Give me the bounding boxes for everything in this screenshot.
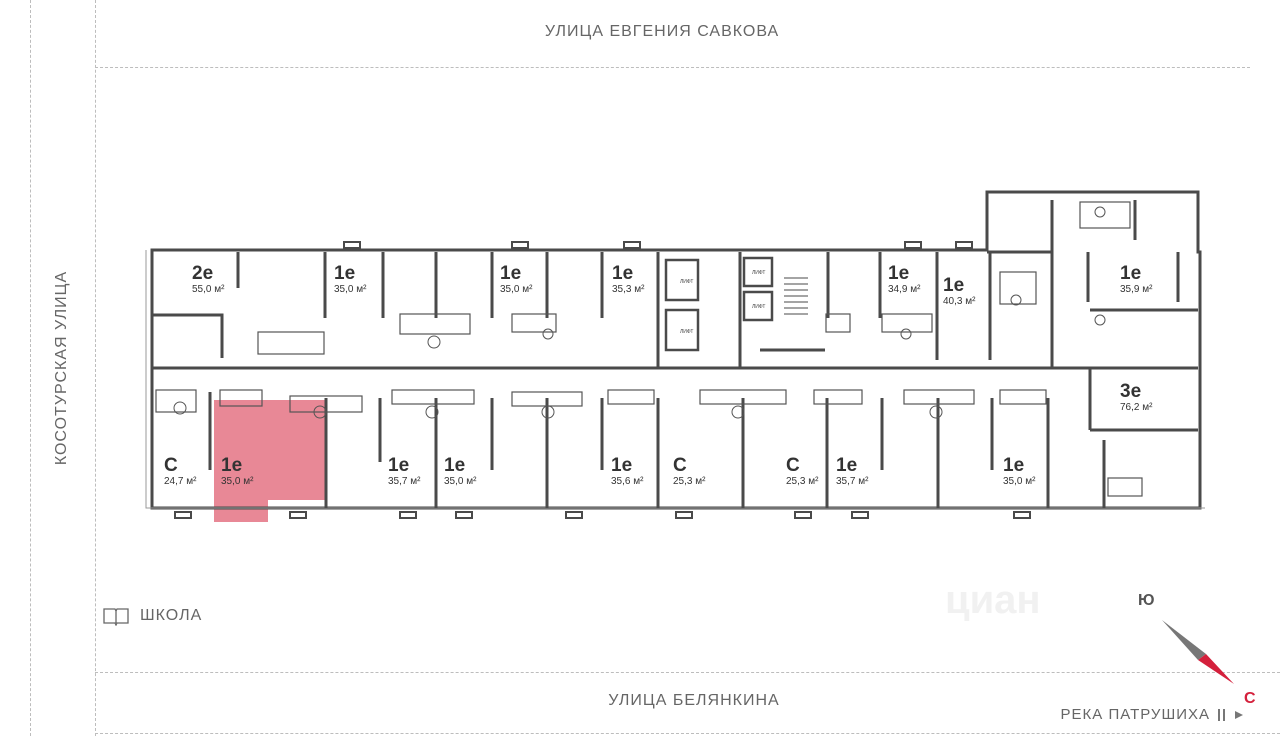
apartment-type: 1е xyxy=(444,455,466,476)
apartment-area: 25,3 м² xyxy=(673,476,706,487)
apartment-area: 55,0 м² xyxy=(192,284,225,295)
compass-south-label: С xyxy=(1244,690,1256,707)
apartment-type: 1е xyxy=(943,275,965,296)
apartment-type: 1е xyxy=(500,263,522,284)
boundary-line-bottom-edge xyxy=(95,733,1280,734)
apartment-label[interactable]: 1е 40,3 м² xyxy=(943,276,975,308)
apartment-area: 34,9 м² xyxy=(888,284,921,295)
river-landmark: РЕКА ПАТРУШИХА xyxy=(1061,706,1244,723)
apartment-type: 2е xyxy=(192,263,214,284)
apartment-type: 1е xyxy=(888,263,910,284)
lift-label: ЛИФТ xyxy=(680,279,694,285)
apartment-label[interactable]: 1е 35,7 м² xyxy=(836,456,868,488)
bridge-icon xyxy=(1218,708,1225,721)
apartment-label[interactable]: С 25,3 м² xyxy=(673,456,705,488)
apartment-label[interactable]: 1е 35,0 м² xyxy=(1003,456,1035,488)
apartment-area: 35,0 м² xyxy=(1003,476,1036,487)
bathroom-sinks xyxy=(173,206,1106,419)
apartment-area: 35,9 м² xyxy=(1120,284,1153,295)
school-label: ШКОЛА xyxy=(140,607,203,624)
apartment-area: 35,0 м² xyxy=(500,284,533,295)
compass-north-label: Ю xyxy=(1138,592,1155,609)
selected-apartment-highlight-bay xyxy=(214,498,268,522)
apartment-label[interactable]: 1е 35,3 м² xyxy=(612,264,644,296)
lift-shafts xyxy=(664,256,774,352)
apartment-label[interactable]: 1е 35,0 м² xyxy=(334,264,366,296)
boundary-line-inner-left xyxy=(95,0,96,736)
apartment-area: 35,0 м² xyxy=(334,284,367,295)
apartment-label[interactable]: 1е 34,9 м² xyxy=(888,264,920,296)
apartment-area: 35,6 м² xyxy=(611,476,644,487)
compass-arrow xyxy=(1162,620,1234,684)
apartment-type: С xyxy=(164,455,178,476)
apartment-label[interactable]: 1е 35,0 м² xyxy=(500,264,532,296)
apartment-label[interactable]: С 24,7 м² xyxy=(164,456,196,488)
apartment-label[interactable]: 2е 55,0 м² xyxy=(192,264,224,296)
apartment-label-selected[interactable]: 1е 35,0 м² xyxy=(221,456,253,488)
staircase xyxy=(784,277,808,315)
apartment-type: 3е xyxy=(1120,381,1142,402)
apartment-area: 35,3 м² xyxy=(612,284,645,295)
outer-wall-thin xyxy=(145,250,1205,509)
apartment-area: 25,3 м² xyxy=(786,476,819,487)
apartment-type: 1е xyxy=(221,455,243,476)
lift-label: ЛИФТ xyxy=(752,270,766,276)
apartment-area: 35,7 м² xyxy=(388,476,421,487)
interior-walls xyxy=(152,200,1198,508)
apartment-label[interactable]: 1е 35,0 м² xyxy=(444,456,476,488)
apartment-type: 1е xyxy=(836,455,858,476)
lift-label: ЛИФТ xyxy=(752,304,766,310)
apartment-area: 24,7 м² xyxy=(164,476,197,487)
apartment-type: 1е xyxy=(1003,455,1025,476)
apartment-type: 1е xyxy=(334,263,356,284)
boundary-line-bottom xyxy=(95,672,1280,673)
apartment-type: 1е xyxy=(612,263,634,284)
apartment-label[interactable]: 1е 35,9 м² xyxy=(1120,264,1152,296)
watermark: циан xyxy=(945,578,1041,622)
apartment-area: 76,2 м² xyxy=(1120,402,1153,413)
apartment-type: 1е xyxy=(1120,263,1142,284)
boundary-line-top xyxy=(95,67,1250,68)
apartment-area: 35,7 м² xyxy=(836,476,869,487)
window-markers xyxy=(174,241,1031,519)
boundary-line-left xyxy=(30,0,31,736)
apartment-type: 1е xyxy=(388,455,410,476)
apartment-label[interactable]: 3е 76,2 м² xyxy=(1120,382,1152,414)
river-label: РЕКА ПАТРУШИХА xyxy=(1060,706,1210,723)
street-top-label: УЛИЦА ЕВГЕНИЯ САВКОВА xyxy=(544,23,780,40)
apartment-area: 40,3 м² xyxy=(943,296,976,307)
street-bottom-label: УЛИЦА БЕЛЯНКИНА xyxy=(608,692,780,709)
apartment-area: 35,0 м² xyxy=(444,476,477,487)
apartment-type: 1е xyxy=(611,455,633,476)
apartment-label[interactable]: 1е 35,7 м² xyxy=(388,456,420,488)
lift-label: ЛИФТ xyxy=(680,329,694,335)
apartment-label[interactable]: 1е 35,6 м² xyxy=(611,456,643,488)
apartment-type: С xyxy=(786,455,800,476)
apartment-area: 35,0 м² xyxy=(221,476,254,487)
school-landmark: ШКОЛА xyxy=(102,606,202,626)
apartment-label[interactable]: С 25,3 м² xyxy=(786,456,818,488)
apartment-type: С xyxy=(673,455,687,476)
book-icon xyxy=(103,608,129,626)
arrow-right-icon xyxy=(1235,710,1243,719)
selected-apartment-highlight[interactable] xyxy=(214,400,326,500)
